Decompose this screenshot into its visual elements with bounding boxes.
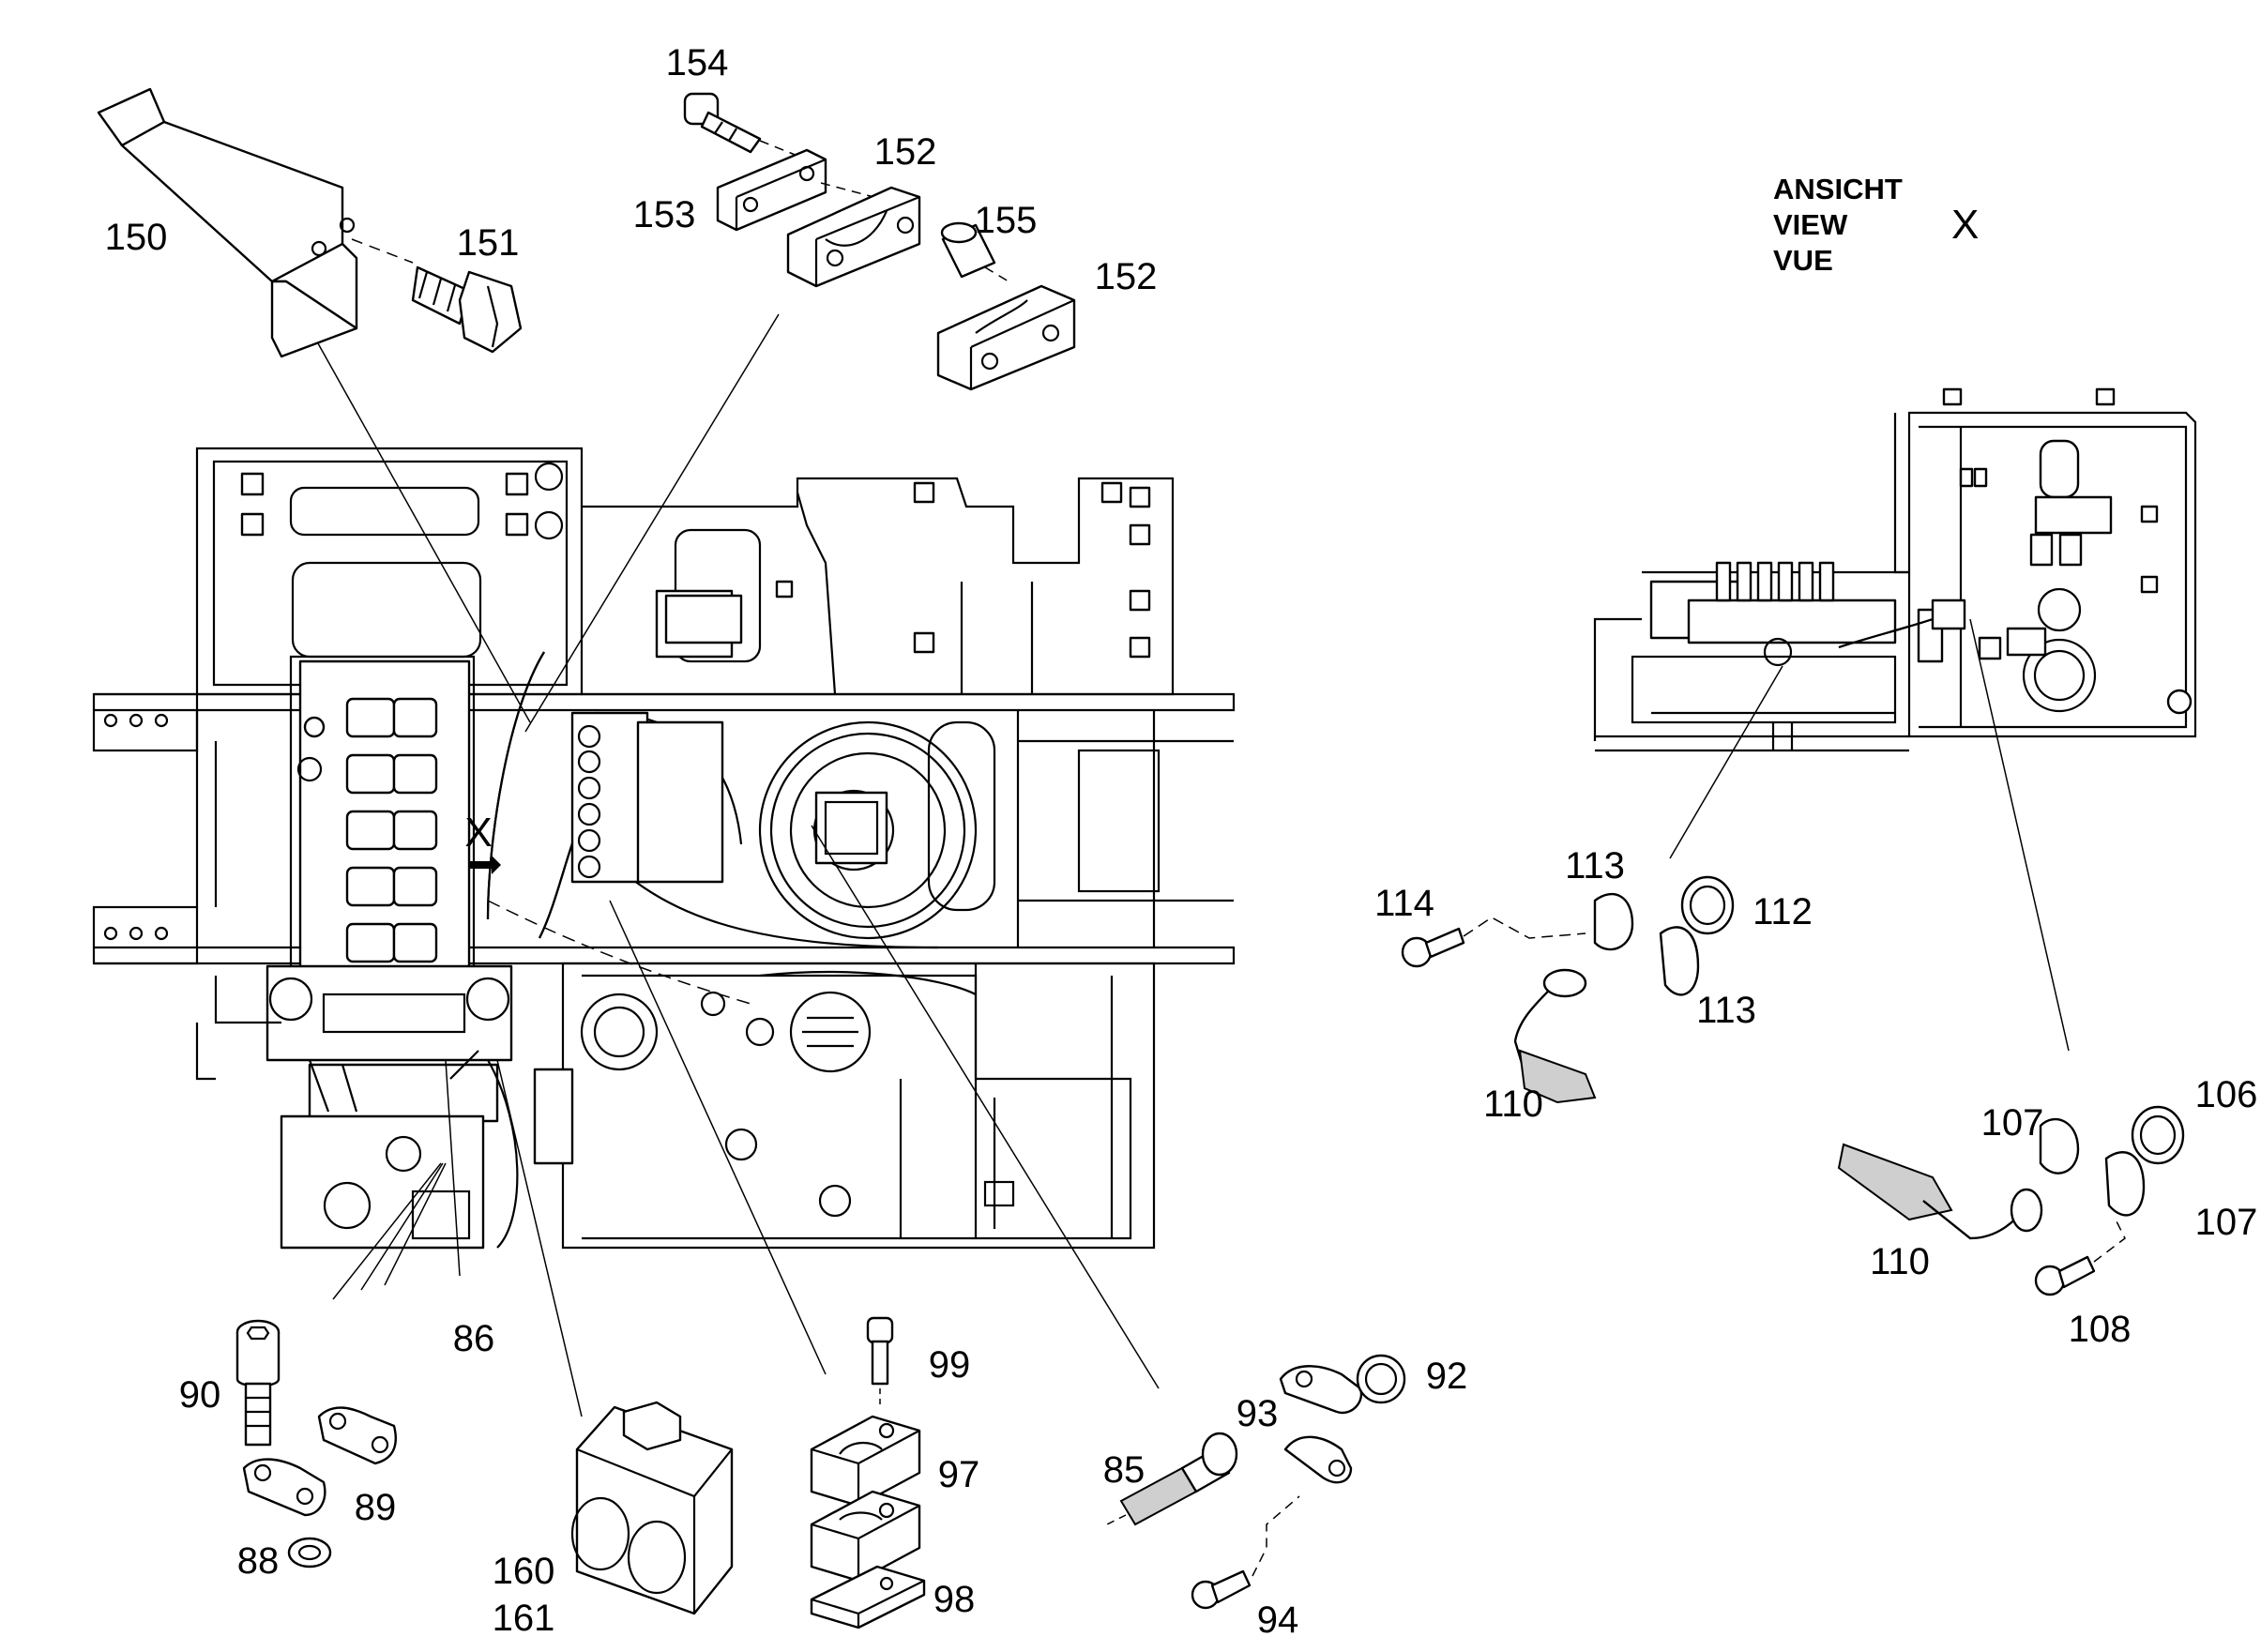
callout-93: 93 [1237, 1393, 1279, 1434]
part-89-flange-half-lower [242, 1458, 326, 1517]
callout-113-lower: 113 [1696, 990, 1756, 1031]
callout-110-upper: 110 [1483, 1084, 1543, 1125]
callout-88: 88 [237, 1540, 280, 1582]
part-90-socket-screw [235, 1319, 281, 1447]
part-110-hose-upper [1513, 968, 1597, 1104]
view-caption-marker: X [1951, 202, 1979, 248]
part-89-flange-half-upper [317, 1406, 397, 1465]
callout-98: 98 [933, 1579, 976, 1620]
callout-154: 154 [666, 42, 729, 83]
part-97-clamp-half-lower [810, 1490, 921, 1583]
view-caption-line1: ANSICHT [1773, 173, 1903, 205]
callout-labels: 150 151 152 152 153 154 155 113 113 112 … [105, 42, 2258, 1641]
callout-150: 150 [105, 217, 168, 258]
callout-112: 112 [1753, 891, 1813, 932]
part-85-hose-fitting [1106, 1432, 1238, 1526]
part-107-flange-half-lower [2104, 1151, 2146, 1217]
machine-frame: X [92, 447, 1236, 1250]
part-154-bolt [683, 92, 762, 154]
part-93-flange-half-lower [1283, 1435, 1353, 1484]
callout-160: 160 [493, 1551, 555, 1592]
callout-151: 151 [457, 222, 520, 264]
callout-161: 161 [493, 1598, 555, 1639]
view-caption-line3: VUE [1773, 244, 1833, 277]
part-152-lower-clamp [936, 284, 1076, 391]
part-153-plate [716, 148, 827, 232]
callout-152-lower: 152 [1095, 256, 1158, 297]
part-112-o-ring [1680, 875, 1735, 935]
callout-94: 94 [1257, 1599, 1299, 1641]
part-152-upper-clamp [786, 186, 921, 288]
callout-155: 155 [975, 200, 1038, 241]
part-97-clamp-half-upper [810, 1415, 921, 1508]
callout-86: 86 [453, 1318, 495, 1359]
callout-114: 114 [1374, 883, 1434, 924]
view-x-inset [1593, 387, 2197, 752]
callout-106: 106 [2195, 1074, 2258, 1115]
part-150-bracket [97, 87, 358, 358]
part-151-hex-bolt [411, 265, 523, 354]
part-93-flange-half-upper [1279, 1365, 1363, 1415]
callout-99: 99 [929, 1344, 971, 1386]
part-99-screw [866, 1316, 894, 1386]
callout-97: 97 [938, 1454, 980, 1495]
callout-110-lower: 110 [1870, 1241, 1930, 1282]
callout-113-upper: 113 [1565, 845, 1625, 887]
part-108-bolt [2034, 1255, 2096, 1296]
callout-152-upper: 152 [874, 131, 937, 173]
part-94-bolt [1191, 1569, 1252, 1610]
callout-92: 92 [1426, 1356, 1468, 1397]
callout-107-upper: 107 [1981, 1102, 2044, 1144]
part-107-flange-half-upper [2039, 1117, 2080, 1175]
leader-lines [309, 313, 2070, 1417]
part-88-washer [287, 1537, 332, 1569]
view-caption-line2: VIEW [1773, 208, 1848, 241]
part-106-o-ring [2131, 1105, 2185, 1165]
callout-107-lower: 107 [2195, 1202, 2258, 1243]
part-98-base-plate [810, 1565, 926, 1629]
machine-view-marker: X [464, 810, 492, 856]
injector-bank [345, 697, 438, 963]
callout-90: 90 [179, 1374, 221, 1416]
callout-153: 153 [633, 194, 696, 235]
callout-85: 85 [1103, 1449, 1146, 1491]
part-92-o-ring [1356, 1354, 1406, 1404]
part-113-flange-half-lower [1659, 926, 1700, 996]
part-155-sleeve [940, 221, 996, 279]
part-110-hose-lower [1837, 1143, 2043, 1240]
part-160-161-clamp-block [570, 1401, 734, 1615]
part-113-flange-half-upper [1593, 892, 1634, 951]
part-114-bolt [1401, 927, 1465, 968]
callout-89: 89 [355, 1487, 397, 1528]
callout-108: 108 [2069, 1309, 2132, 1350]
